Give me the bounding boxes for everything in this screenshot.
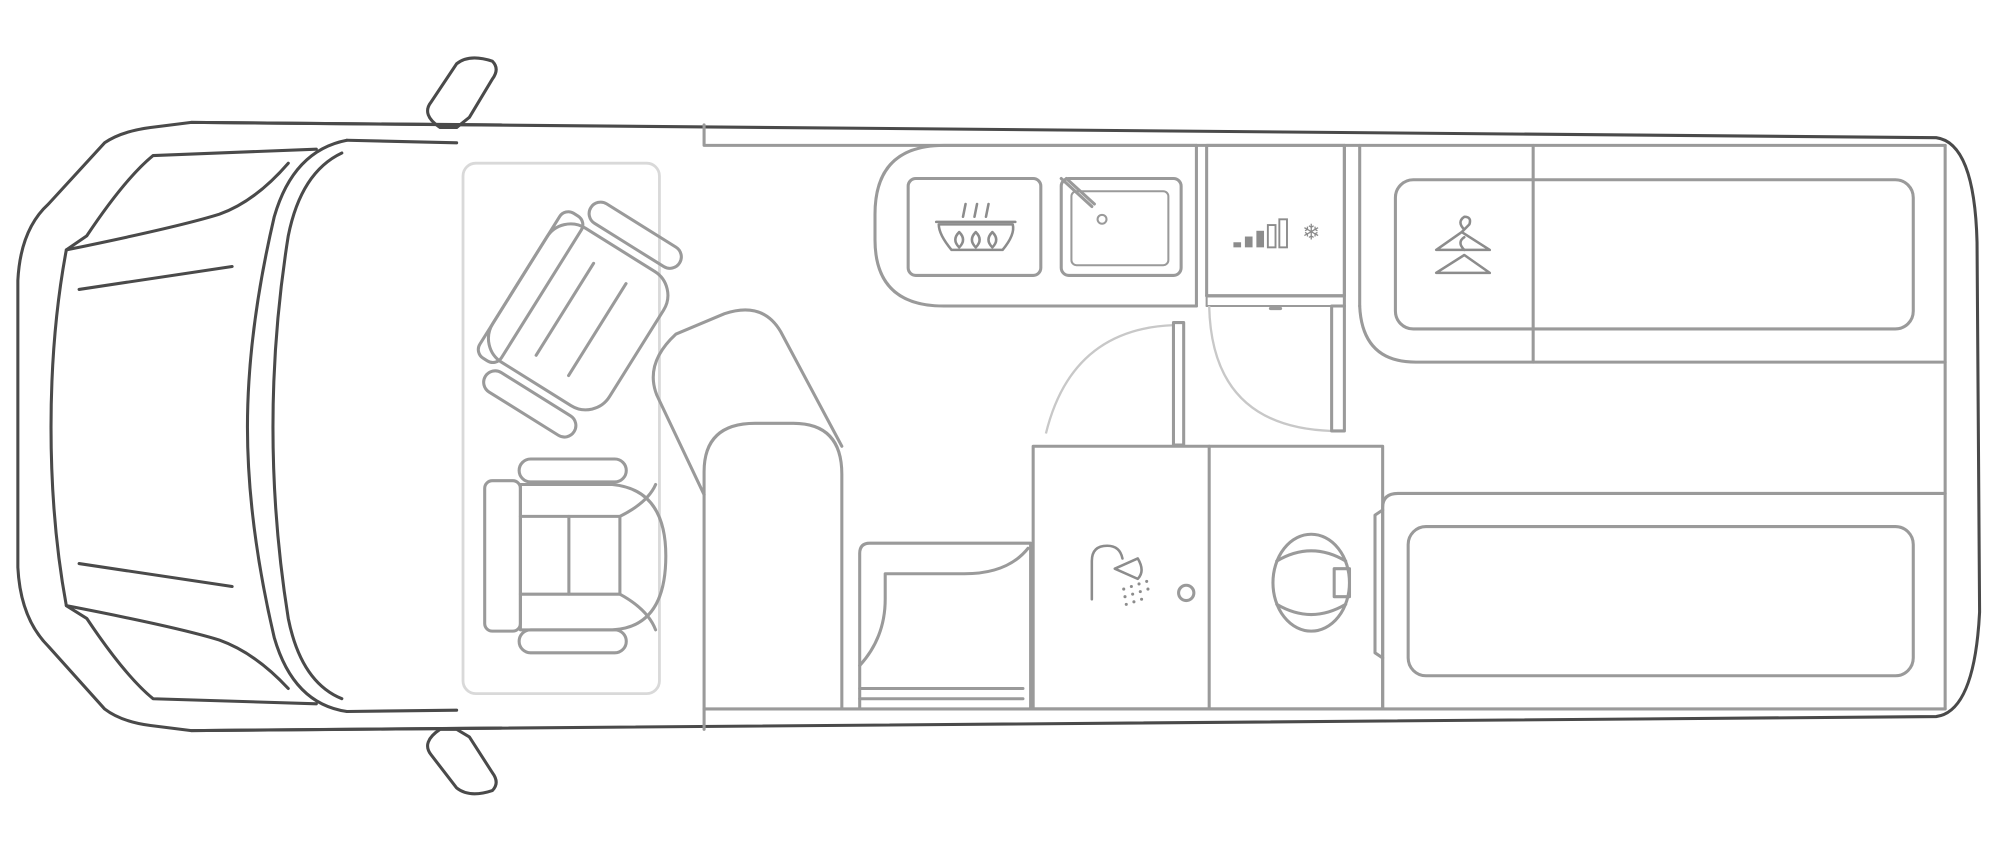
door-swing-right [1208, 305, 1332, 433]
driver-seat-swivelled [476, 200, 683, 439]
fridge-level-bar [1233, 242, 1242, 248]
cab-roof-edge [345, 138, 459, 714]
hood-crease-bottom [64, 604, 290, 691]
fridge-level-bar [1244, 236, 1253, 248]
vehicle-body [16, 56, 1982, 796]
cab-seating [461, 161, 683, 696]
bathroom-door-right [1330, 304, 1346, 433]
van-outer-body [16, 120, 1982, 733]
cooktop-unit [906, 176, 1043, 277]
storage-cabinet [858, 541, 1033, 711]
fridge-level-bar [1278, 218, 1288, 249]
snowflake-icon: ❄ [1302, 221, 1320, 246]
mirror-left [426, 56, 498, 130]
shower-head-icon [1090, 544, 1150, 606]
toilet-icon [1271, 532, 1352, 633]
mirror-right [426, 727, 498, 796]
shower-drain [1177, 583, 1196, 603]
windshield-inner [49, 147, 318, 706]
living-area: ❄ [651, 123, 1947, 731]
front-wall [702, 123, 1947, 147]
fridge-level-icon [1233, 218, 1288, 249]
bathroom [1031, 444, 1385, 711]
sink-tap-icon [1059, 176, 1096, 209]
fridge-unit: ❄ [1205, 143, 1346, 311]
door-swing-left [1044, 323, 1174, 434]
rear-bed-upper [1358, 143, 1947, 364]
windshield-arc-inner [271, 151, 344, 701]
cab-seat-zone [461, 161, 661, 696]
passenger-seat [483, 457, 668, 655]
fridge-level-bar [1256, 230, 1265, 248]
clothes-hanger-icon [1434, 215, 1492, 275]
stove-burner-icon [934, 202, 1017, 252]
sink-unit [1059, 176, 1183, 277]
bathroom-door-left [1171, 321, 1186, 447]
rear-bed-lower [1373, 491, 1947, 711]
wiper-bottom [77, 562, 234, 589]
windshield-arc [245, 138, 349, 714]
wiper-top [77, 264, 234, 291]
dinette-bench [702, 421, 844, 711]
hood-crease-top [64, 161, 290, 252]
dining-table [651, 308, 844, 497]
fridge-level-bar [1266, 224, 1277, 249]
kitchen-counter [873, 143, 1198, 308]
cab-hood-outline [189, 120, 503, 733]
